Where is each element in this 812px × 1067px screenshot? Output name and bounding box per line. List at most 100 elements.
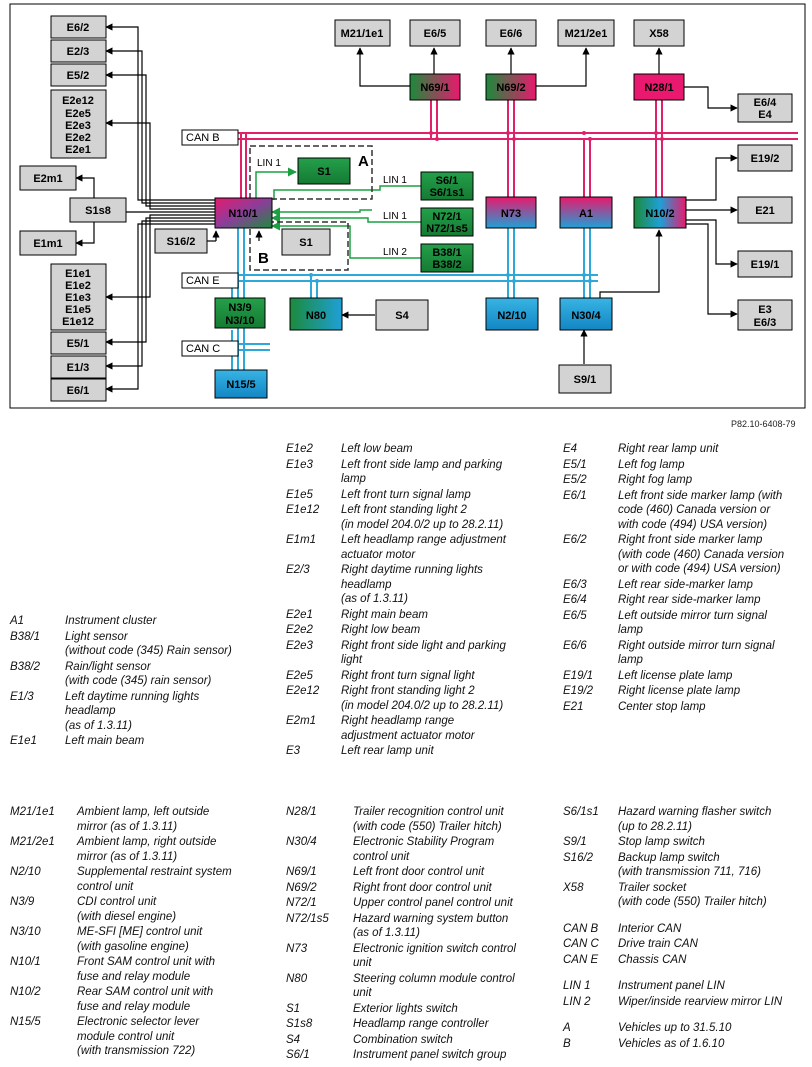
legend-code: S4 bbox=[286, 1033, 301, 1046]
legend-description: Right outside mirror turn signal lamp bbox=[618, 639, 775, 667]
legend-description: Drive train CAN bbox=[618, 938, 698, 950]
legend-code: E6/4 bbox=[563, 594, 587, 606]
legend-description: Instrument cluster bbox=[65, 615, 157, 627]
svg-text:N73: N73 bbox=[501, 208, 521, 220]
legend-code: E1e3 bbox=[286, 458, 313, 471]
module-n30-4: N30/4 bbox=[559, 297, 613, 331]
legend-description: Instrument panel switch group bbox=[353, 1049, 507, 1061]
legend-description: Left rear side-marker lamp bbox=[618, 578, 753, 591]
legend-code: E19/1 bbox=[563, 669, 594, 682]
legend-code: E1/3 bbox=[10, 690, 34, 703]
can-c-tag: CAN C bbox=[181, 340, 239, 357]
legend-code: E4 bbox=[563, 443, 578, 455]
module-n10-1: N10/1 bbox=[214, 197, 273, 229]
legend-entry: LIN 2 Wiper/inside rearview mirror LIN bbox=[563, 995, 808, 1010]
svg-text:N80: N80 bbox=[306, 310, 326, 322]
legend-description: Light sensor (without code (345) Rain se… bbox=[65, 630, 232, 658]
wiring-diagram: A B LIN 1 LIN 1 LIN 1 LIN 2 CAN B CAN E … bbox=[9, 3, 806, 409]
legend-description: Left front side marker lamp (with code (… bbox=[618, 489, 783, 531]
legend-description: Instrument panel LIN bbox=[618, 980, 725, 992]
legend-code: LIN 2 bbox=[563, 995, 591, 1008]
svg-text:E5/2: E5/2 bbox=[67, 70, 90, 82]
svg-text:E6/4: E6/4 bbox=[754, 97, 778, 109]
lin1-label-b: LIN 1 bbox=[383, 175, 407, 186]
legend-description: Left low beam bbox=[341, 443, 413, 455]
legend-description: Right low beam bbox=[341, 624, 421, 636]
box-s4: S4 bbox=[375, 299, 429, 331]
legend-description: Trailer recognition control unit (with c… bbox=[353, 806, 504, 833]
legend-description: Left main beam bbox=[65, 735, 145, 747]
legend-description: Right front turn signal light bbox=[341, 669, 475, 682]
box-e2m1: E2m1 bbox=[19, 165, 77, 191]
legend-code: N10/2 bbox=[10, 986, 41, 998]
legend-code: E2m1 bbox=[286, 715, 317, 727]
legend-code: S1s8 bbox=[286, 1018, 313, 1030]
svg-text:E6/3: E6/3 bbox=[754, 317, 777, 329]
lin1-label-a: LIN 1 bbox=[257, 158, 281, 169]
box-e5-1: E5/1 bbox=[50, 331, 107, 355]
legend-code: E5/2 bbox=[563, 474, 587, 486]
lin1-label-c: LIN 1 bbox=[383, 211, 407, 222]
legend-code: S9/1 bbox=[563, 836, 587, 848]
legend-code: X58 bbox=[563, 881, 584, 894]
svg-text:E6/6: E6/6 bbox=[500, 28, 523, 40]
box-e1e-group: E1e1 E1e2 E1e3 E1e5 E1e12 bbox=[50, 263, 107, 331]
svg-text:N72/1: N72/1 bbox=[432, 211, 461, 223]
legend-description: Hazard warning flasher switch (up to 28.… bbox=[618, 806, 772, 833]
legend-description: Left front door control unit bbox=[353, 866, 485, 878]
legend-description: Rain/light sensor (with code (345) rain … bbox=[65, 660, 212, 688]
legend-description: Stop lamp switch bbox=[618, 836, 705, 848]
box-m21-2e1: M21/2e1 bbox=[557, 19, 615, 47]
legend-code: N73 bbox=[286, 942, 308, 955]
box-e19-1: E19/1 bbox=[737, 250, 793, 278]
svg-text:N10/1: N10/1 bbox=[228, 208, 257, 220]
legend-entry: E3 Left rear lamp unit bbox=[286, 744, 548, 759]
box-e6-2: E6/2 bbox=[50, 15, 107, 39]
can-c-label: CAN C bbox=[186, 343, 220, 355]
module-n73: N73 bbox=[485, 196, 537, 229]
can-e-nodes bbox=[309, 273, 592, 283]
legend-description: Wiper/inside rearview mirror LIN bbox=[618, 995, 783, 1008]
legend-code: E3 bbox=[286, 745, 301, 757]
box-s16-2: S16/2 bbox=[154, 228, 208, 254]
legend-code: A bbox=[563, 1022, 571, 1034]
svg-text:S6/1s1: S6/1s1 bbox=[430, 187, 465, 199]
legend-code: N69/1 bbox=[286, 866, 317, 878]
region-a-frame bbox=[249, 145, 373, 200]
legend-description: Vehicles as of 1.6.10 bbox=[618, 1037, 725, 1050]
svg-text:E1m1: E1m1 bbox=[33, 238, 62, 250]
module-n69-2: N69/2 bbox=[485, 73, 537, 101]
svg-text:E1e1: E1e1 bbox=[65, 268, 91, 280]
legend-description: Left rear lamp unit bbox=[341, 745, 434, 757]
legend-code: N72/1s5 bbox=[286, 912, 329, 925]
box-e2-3: E2/3 bbox=[50, 39, 107, 63]
box-e2e-group: E2e12 E2e5 E2e3 E2e2 E2e1 bbox=[50, 89, 107, 159]
svg-text:M21/1e1: M21/1e1 bbox=[341, 28, 384, 40]
svg-text:E2e12: E2e12 bbox=[62, 95, 94, 107]
module-n28-1: N28/1 bbox=[633, 73, 685, 101]
svg-text:E1/3: E1/3 bbox=[67, 362, 90, 374]
legend-description: Left license plate lamp bbox=[618, 669, 733, 682]
